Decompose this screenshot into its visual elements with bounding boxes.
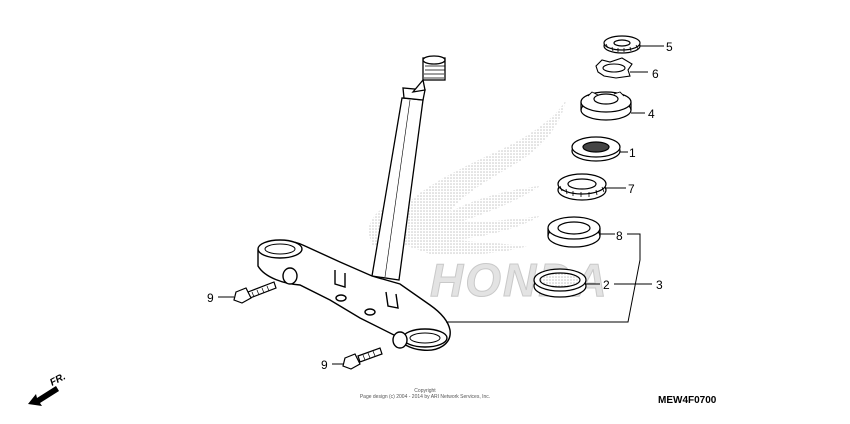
locknut-5 [603, 35, 641, 54]
callout-5: 5 [666, 40, 673, 54]
callout-9-lower: 9 [321, 358, 328, 372]
honda-wing-watermark: HONDA [368, 100, 609, 307]
steering-stem-shaft [371, 55, 446, 281]
leader-lines [218, 45, 664, 365]
callout-1: 1 [629, 146, 636, 160]
adjusting-nut-4 [580, 91, 632, 121]
honda-watermark-text: HONDA [430, 254, 609, 306]
front-direction-label: FR. [48, 371, 67, 388]
dust-seal-2 [533, 268, 587, 298]
callout-2: 2 [603, 278, 610, 292]
callout-9-upper: 9 [207, 291, 214, 305]
bolt-9-upper [233, 281, 277, 304]
bearing-race-8 [547, 216, 601, 248]
copyright-title: Copyright [414, 388, 436, 394]
diagram-code: MEW4F0700 [658, 395, 717, 406]
callout-labels: 5 6 4 1 7 8 2 3 9 9 [207, 40, 673, 372]
callout-3: 3 [656, 278, 663, 292]
front-direction-arrow: FR. [28, 371, 68, 406]
dust-seal-1 [571, 136, 621, 162]
callout-6: 6 [652, 67, 659, 81]
copyright-notice: Copyright Page design (c) 2004 - 2014 by… [300, 388, 550, 400]
arrow-icon [28, 386, 59, 406]
callout-8: 8 [616, 229, 623, 243]
bottom-bridge [257, 239, 451, 351]
bearing-7 [557, 173, 607, 201]
lock-washer-6 [595, 57, 633, 79]
callout-7: 7 [628, 182, 635, 196]
copyright-line: Page design (c) 2004 - 2014 by ARI Netwo… [359, 394, 491, 400]
bolt-9-lower [342, 347, 383, 370]
callout-4: 4 [648, 107, 655, 121]
